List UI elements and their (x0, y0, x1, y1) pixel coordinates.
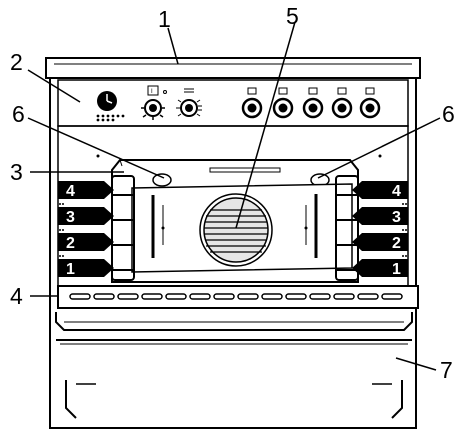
svg-text:3: 3 (66, 209, 75, 226)
ventilation-strip (57, 285, 419, 309)
svg-text:4: 4 (66, 183, 75, 200)
oven-lamp-left (152, 173, 172, 187)
svg-text:2: 2 (66, 235, 75, 252)
oven-cabinet (45, 57, 421, 429)
callout-2: 2 (10, 49, 23, 75)
callout-3: 3 (10, 159, 23, 185)
svg-text:2: 2 (392, 235, 401, 252)
callout-1: 1 (158, 6, 171, 32)
control-panel: I (57, 79, 409, 127)
svg-text:1: 1 (66, 261, 75, 278)
hob-knob-5[interactable] (359, 87, 381, 119)
svg-text:4: 4 (392, 183, 401, 200)
shelf-level-left-2: 2 (58, 233, 114, 252)
callout-6-right: 6 (442, 101, 455, 127)
shelf-level-right-1: 1 (352, 259, 408, 278)
shelf-level-left-3: 3 (58, 207, 114, 226)
temperature-mark: I (151, 89, 153, 95)
callout-5: 5 (286, 3, 299, 29)
hob-knob-4[interactable] (331, 87, 353, 119)
fan-cover (199, 193, 273, 267)
hob-knob-3[interactable] (302, 87, 324, 119)
svg-text:3: 3 (392, 209, 401, 226)
clock-icon (96, 91, 125, 122)
hob-knob-1[interactable] (241, 87, 263, 119)
svg-text:1: 1 (392, 261, 401, 278)
door-handle[interactable] (55, 312, 413, 331)
storage-drawer[interactable] (56, 339, 412, 419)
shelf-level-right-3: 3 (352, 207, 408, 226)
temperature-knob[interactable]: I (141, 85, 167, 120)
callout-7: 7 (440, 357, 453, 383)
rail-dots (59, 203, 407, 257)
shelf-rail-left (111, 175, 135, 281)
shelf-level-right-4: 4 (352, 181, 408, 200)
shelf-level-left-1: 1 (58, 259, 114, 278)
callout-4: 4 (10, 283, 23, 309)
leader-lines (27, 21, 441, 371)
callout-6-left: 6 (12, 101, 25, 127)
shelf-level-left-4: 4 (58, 181, 114, 200)
hob-knob-2[interactable] (272, 87, 294, 119)
function-knob[interactable] (176, 88, 202, 117)
shelf-level-right-2: 2 (352, 233, 408, 252)
